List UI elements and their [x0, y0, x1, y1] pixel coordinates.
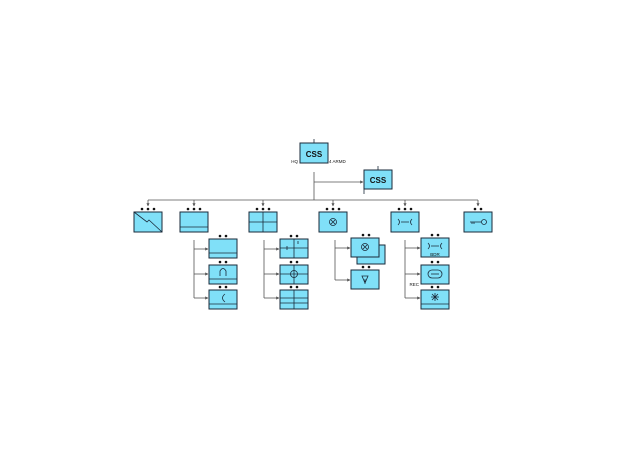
subunits-group-4: BDR REC	[404, 233, 450, 310]
ordnance-icon	[329, 218, 337, 226]
funnel-icon	[361, 275, 369, 285]
key-icon	[470, 221, 481, 224]
crescent-icon	[222, 293, 226, 303]
signal-battalion	[133, 207, 163, 233]
top-unit-css: CSS HQ 4 ARMD	[291, 139, 347, 164]
rec-label: REC	[409, 282, 419, 287]
subunits-group-1	[193, 234, 238, 310]
unit-label: CSS	[370, 176, 387, 185]
wrench-icon	[397, 218, 413, 226]
ordnance-battalion	[318, 207, 348, 233]
support-battalion-1	[179, 207, 209, 233]
subunits-group-2	[263, 234, 309, 310]
target-icon	[290, 270, 298, 278]
hq-label: HQ	[291, 159, 298, 164]
recovery-icon	[427, 269, 443, 279]
subunits-group-3	[334, 233, 386, 290]
supply-company	[463, 207, 493, 233]
arch-icon	[219, 268, 227, 276]
unit-label: CSS	[306, 150, 323, 159]
support-battalion-2	[248, 207, 278, 233]
star-icon	[431, 293, 439, 301]
attached-unit-css: CSS	[363, 166, 393, 194]
signal-icon	[133, 211, 163, 233]
parent-label: 4 ARMD	[329, 159, 347, 164]
wrench-icon	[427, 242, 443, 250]
branch-arrows	[146, 200, 480, 207]
bdr-label: BDR	[430, 252, 440, 257]
ordnance-icon	[361, 243, 369, 251]
maintenance-battalion	[390, 207, 420, 233]
